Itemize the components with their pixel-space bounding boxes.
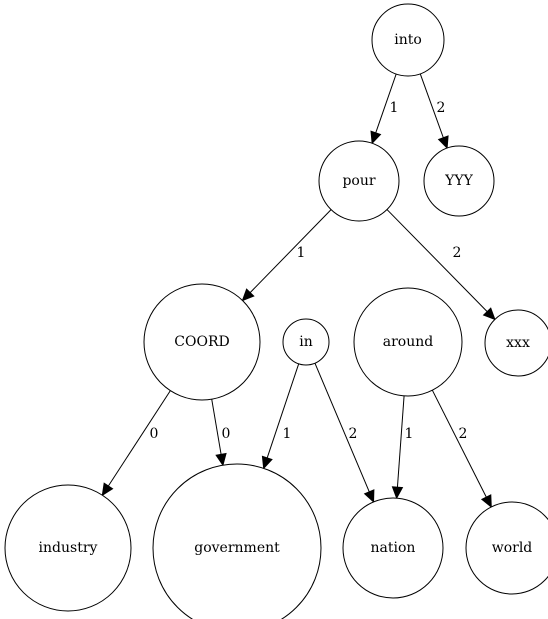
node-label: nation xyxy=(371,540,416,556)
node-in: in xyxy=(282,318,330,366)
edge-line xyxy=(266,363,300,459)
arrowhead-icon xyxy=(437,135,449,150)
edge-in-nation: 2 xyxy=(314,362,375,504)
node-label: in xyxy=(299,334,313,350)
node-circle xyxy=(484,309,548,377)
edge-line xyxy=(107,390,171,487)
edge-in-government: 1 xyxy=(261,363,300,470)
node-circle xyxy=(465,501,548,595)
node-label: industry xyxy=(39,540,98,556)
arrowhead-icon xyxy=(482,307,496,321)
node-circle xyxy=(318,140,400,222)
edge-label: 0 xyxy=(150,426,159,442)
node-label: COORD xyxy=(174,334,229,350)
node-government: government xyxy=(152,463,322,619)
edge-around-nation: 1 xyxy=(391,395,414,500)
edge-label: 1 xyxy=(297,245,306,261)
edge-label: 2 xyxy=(349,426,358,442)
node-world: world xyxy=(465,501,548,595)
edge-into-YYY: 2 xyxy=(419,73,449,150)
edge-label: 2 xyxy=(459,426,468,442)
node-label: into xyxy=(394,32,422,48)
edge-line xyxy=(375,73,397,133)
node-industry: industry xyxy=(4,484,132,612)
node-label: government xyxy=(194,540,280,556)
edge-line xyxy=(211,399,222,455)
edge-pour-xxx: 2 xyxy=(386,209,496,321)
arrowhead-icon xyxy=(241,288,255,302)
node-label: world xyxy=(492,540,533,556)
edge-label: 1 xyxy=(405,426,414,442)
edge-label: 1 xyxy=(390,100,399,116)
node-circle xyxy=(423,145,495,217)
node-label: xxx xyxy=(506,335,530,351)
node-COORD: COORD xyxy=(143,283,261,401)
edge-line xyxy=(419,73,444,138)
arrowhead-icon xyxy=(480,494,492,509)
arrowhead-icon xyxy=(370,130,382,145)
node-circle xyxy=(353,287,463,397)
edge-COORD-government: 0 xyxy=(211,399,231,467)
node-circle xyxy=(342,497,444,599)
edge-label: 2 xyxy=(437,100,446,116)
node-label: around xyxy=(383,334,434,350)
node-YYY: YYY xyxy=(423,145,495,217)
edge-line xyxy=(249,209,332,293)
arrowhead-icon xyxy=(391,486,404,500)
arrowhead-icon xyxy=(101,482,114,497)
node-label: YYY xyxy=(444,173,473,189)
edge-line xyxy=(386,209,488,312)
arrowhead-icon xyxy=(261,455,273,470)
nodes-layer: into pour YYY COORD in around xxx industry gover… xyxy=(4,3,548,619)
arrowhead-icon xyxy=(363,489,375,504)
node-pour: pour xyxy=(318,140,400,222)
edge-line xyxy=(396,395,405,488)
edge-line xyxy=(314,362,370,493)
edges-layer: 1 2 1 2 0 0 1 2 1 2 xyxy=(101,73,496,509)
arrowhead-icon xyxy=(215,452,227,467)
node-label: pour xyxy=(342,173,375,189)
edge-label: 2 xyxy=(453,245,462,261)
node-circle xyxy=(282,318,330,366)
edge-line xyxy=(431,389,487,498)
node-xxx: xxx xyxy=(484,309,548,377)
node-circle xyxy=(143,283,261,401)
edge-pour-COORD: 1 xyxy=(241,209,332,302)
edge-into-pour: 1 xyxy=(370,73,399,145)
node-into: into xyxy=(371,3,445,77)
node-around: around xyxy=(353,287,463,397)
node-nation: nation xyxy=(342,497,444,599)
node-circle xyxy=(371,3,445,77)
edge-label: 1 xyxy=(283,426,292,442)
edge-COORD-industry: 0 xyxy=(101,390,171,497)
edge-label: 0 xyxy=(222,426,231,442)
node-circle xyxy=(4,484,132,612)
node-circle xyxy=(152,463,322,619)
edge-around-world: 2 xyxy=(431,389,492,509)
